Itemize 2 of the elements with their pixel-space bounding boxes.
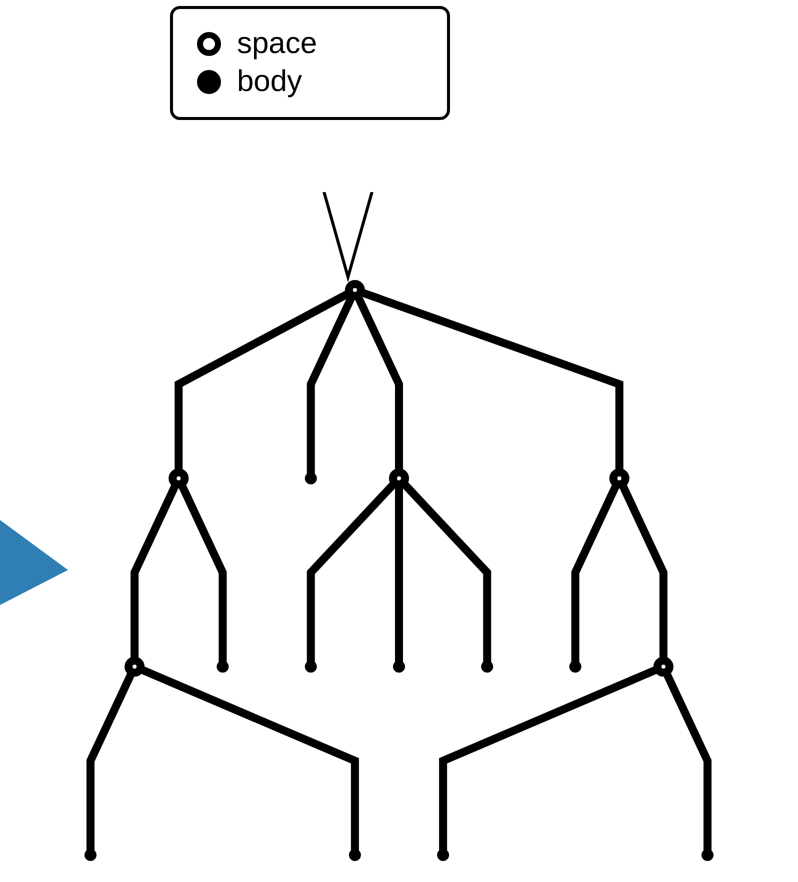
legend-label: body bbox=[237, 65, 302, 99]
legend-label: space bbox=[237, 27, 318, 61]
